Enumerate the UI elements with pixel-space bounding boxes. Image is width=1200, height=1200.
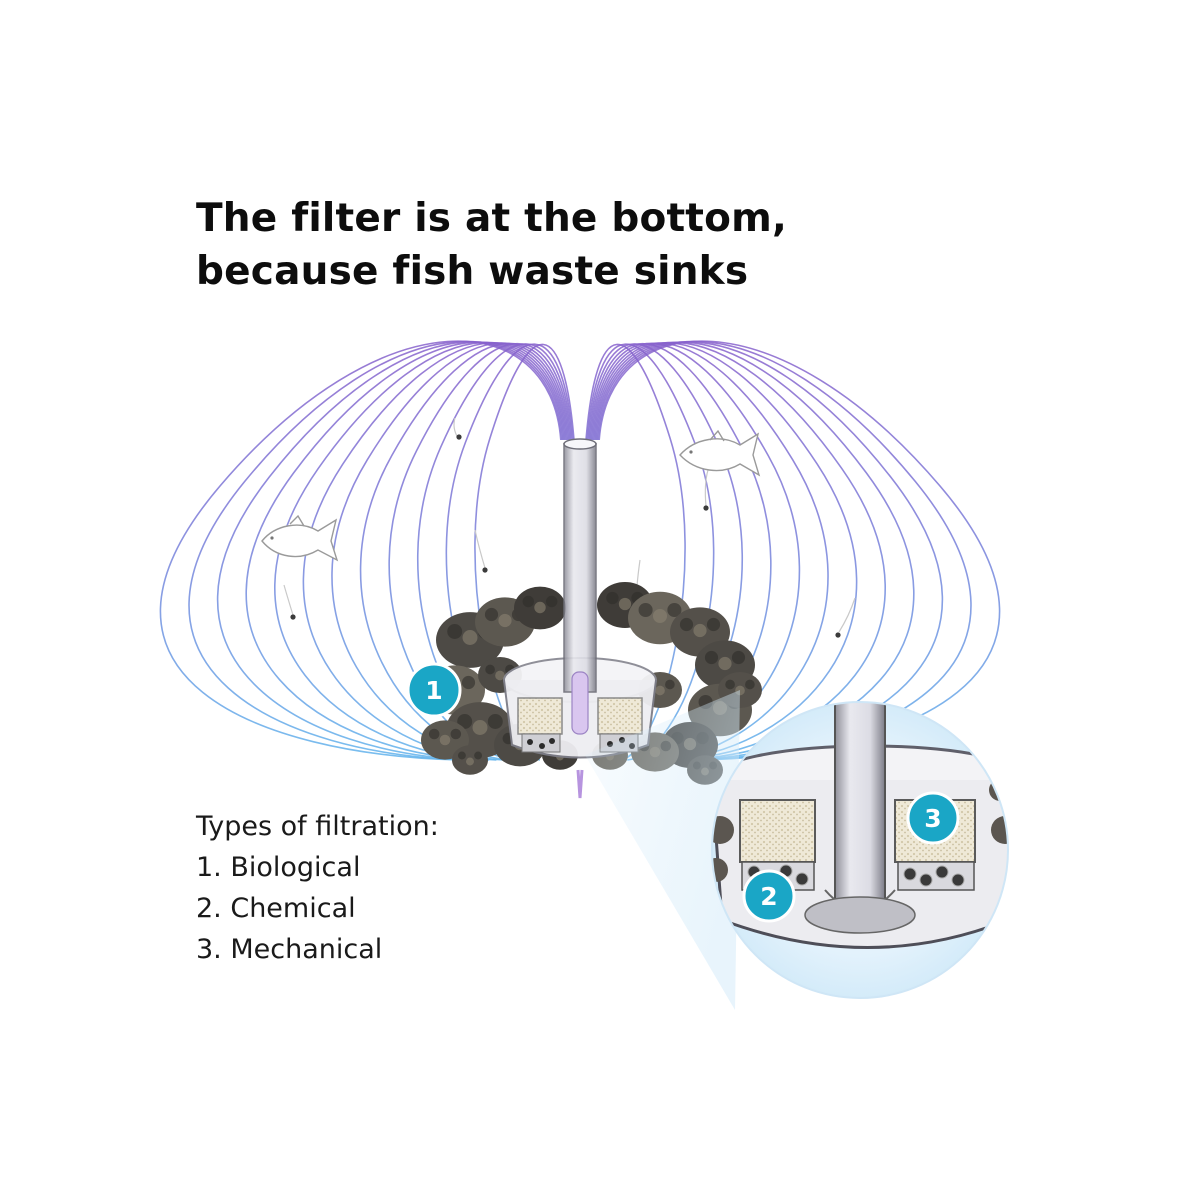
rock-texture bbox=[665, 679, 675, 690]
rock-texture bbox=[457, 751, 466, 760]
badge-biological: 1 bbox=[406, 662, 462, 718]
rock-texture bbox=[725, 679, 735, 690]
flow-line bbox=[245, 341, 566, 761]
waste-particle-icon bbox=[835, 597, 856, 638]
rock-texture bbox=[466, 757, 474, 766]
filtration-types-list: Types of filtration: 1. Biological 2. Ch… bbox=[196, 806, 439, 970]
badge-mechanical: 3 bbox=[906, 791, 960, 845]
rock-texture bbox=[652, 608, 668, 624]
filtration-item-biological: 1. Biological bbox=[196, 852, 361, 883]
filtration-item-chemical: 2. Chemical bbox=[196, 893, 356, 924]
waste-particle-icon bbox=[703, 469, 709, 511]
rock-texture bbox=[487, 714, 503, 729]
flow-line bbox=[331, 342, 569, 761]
flow-line bbox=[591, 342, 829, 761]
rock-texture bbox=[495, 670, 505, 681]
rock-texture bbox=[534, 601, 546, 614]
rock-texture bbox=[472, 720, 488, 735]
flow-line bbox=[592, 342, 858, 761]
fish-icon bbox=[261, 514, 339, 562]
rock-texture bbox=[655, 685, 665, 696]
rock-texture bbox=[439, 734, 451, 746]
rock-texture bbox=[545, 595, 558, 608]
rock-texture bbox=[706, 617, 721, 632]
fish-icon bbox=[679, 429, 761, 477]
rock-texture bbox=[498, 613, 512, 628]
headline-line-1: The filter is at the bottom, bbox=[196, 196, 787, 241]
waste-particle-icon bbox=[283, 584, 296, 620]
filtration-item-mechanical: 3. Mechanical bbox=[196, 934, 383, 965]
svg-text:2: 2 bbox=[760, 882, 777, 911]
headline: The filter is at the bottom, because fis… bbox=[196, 192, 956, 298]
rock-texture bbox=[606, 591, 619, 605]
rock-texture bbox=[474, 751, 483, 760]
rock-texture bbox=[745, 679, 755, 690]
badge-chemical: 2 bbox=[742, 869, 796, 923]
rock-texture bbox=[428, 728, 440, 740]
rock-texture bbox=[618, 597, 632, 611]
flow-line bbox=[359, 342, 570, 761]
flow-line bbox=[585, 343, 686, 761]
rock-texture bbox=[462, 630, 478, 645]
filtration-heading: Types of filtration: bbox=[196, 811, 439, 842]
rock-texture bbox=[522, 595, 535, 608]
rock-texture bbox=[638, 602, 653, 618]
rock-texture bbox=[679, 617, 694, 632]
flow-line bbox=[388, 343, 572, 761]
rock-texture bbox=[718, 656, 732, 671]
waste-particles bbox=[283, 417, 856, 638]
rock-texture bbox=[457, 714, 473, 729]
rock-texture bbox=[704, 650, 719, 665]
rock-texture bbox=[731, 650, 746, 665]
flow-line bbox=[217, 341, 564, 761]
rock-texture bbox=[484, 607, 499, 622]
rock-texture bbox=[447, 624, 463, 639]
flow-line bbox=[159, 340, 562, 761]
filter-cartridge bbox=[503, 438, 657, 799]
rock-texture bbox=[450, 728, 462, 740]
headline-line-2: because fish waste sinks bbox=[196, 249, 749, 294]
waste-particle-icon bbox=[474, 529, 488, 573]
svg-text:3: 3 bbox=[924, 804, 941, 833]
zoom-beam bbox=[585, 690, 740, 1010]
rock-texture bbox=[693, 623, 707, 638]
rock-texture bbox=[461, 675, 476, 690]
rock-texture bbox=[485, 664, 495, 675]
flow-line bbox=[586, 343, 715, 761]
rock-texture bbox=[667, 602, 682, 618]
waste-particle-icon bbox=[453, 417, 462, 440]
svg-text:1: 1 bbox=[425, 676, 442, 705]
flow-line bbox=[302, 342, 568, 761]
flow-line bbox=[274, 341, 567, 761]
flow-line bbox=[188, 340, 563, 761]
